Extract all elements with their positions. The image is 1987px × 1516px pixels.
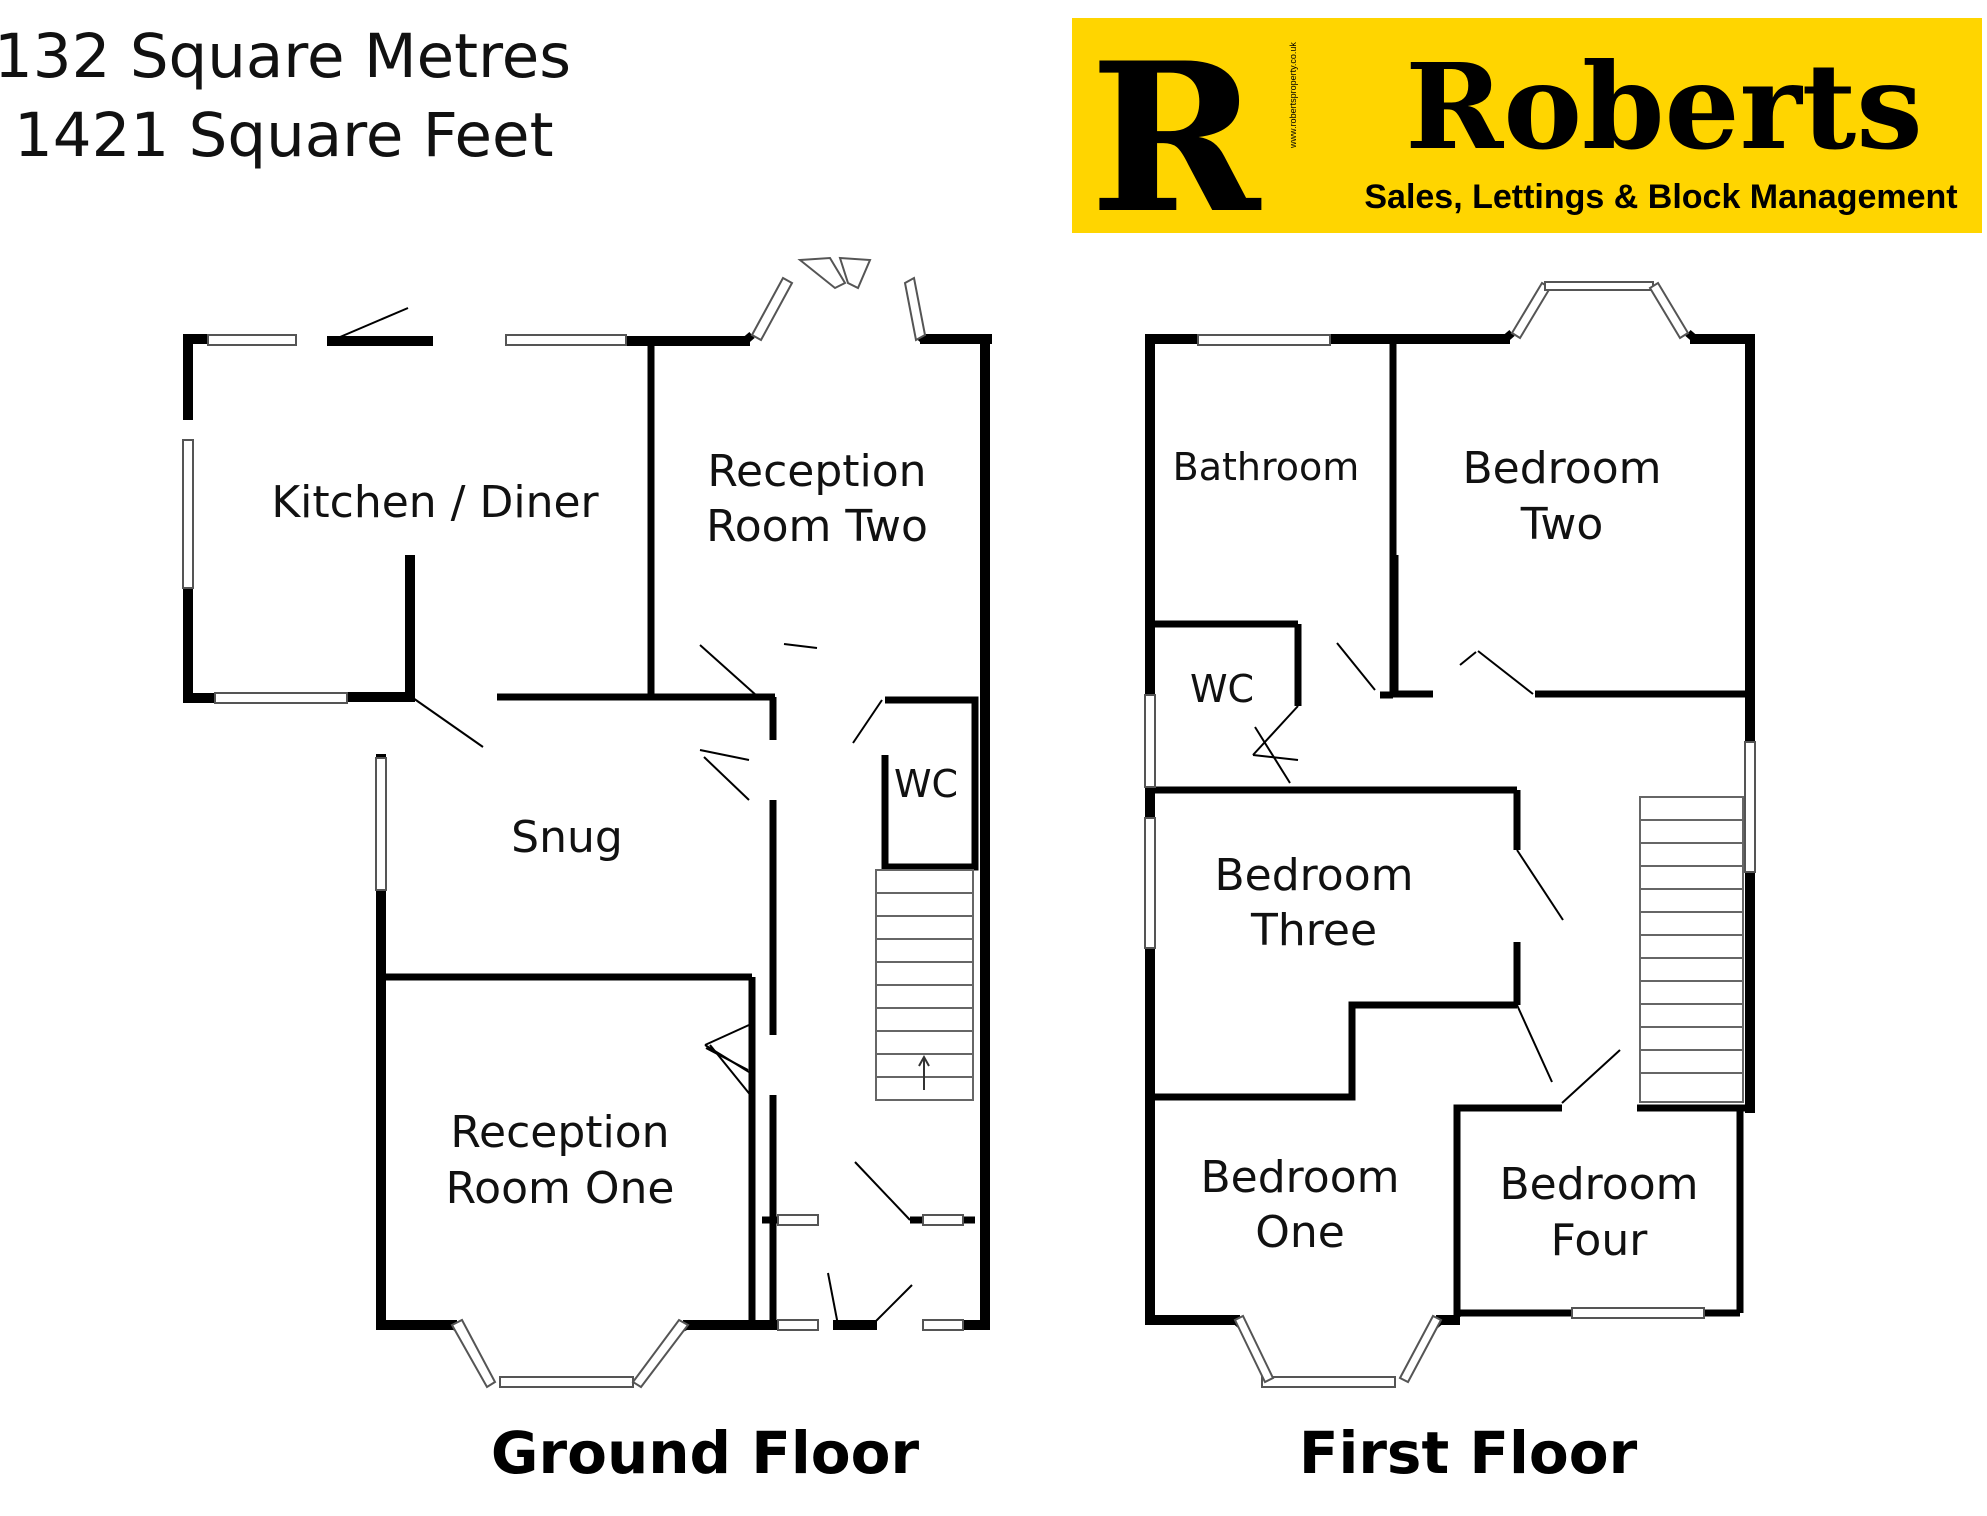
first-floor-bay-windows	[1233, 281, 1690, 1384]
room-label-bedroom-three-line2: Three	[1250, 905, 1377, 956]
room-label-bedroom-one-line2: One	[1255, 1207, 1345, 1258]
first-floor-stairs	[1639, 796, 1744, 1103]
first-floor-doors	[1252, 642, 1621, 1104]
room-label-kitchen-diner: Kitchen / Diner	[271, 477, 599, 528]
room-label-first-wc: WC	[1190, 667, 1254, 711]
ground-floor-walls	[183, 334, 992, 1330]
room-label-bedroom-three-line1: Bedroom	[1214, 850, 1413, 901]
room-label-bedroom-one-line1: Bedroom	[1200, 1152, 1399, 1203]
room-label-bedroom-two-line1: Bedroom	[1462, 443, 1661, 494]
first-floor-windows	[1144, 334, 1756, 1388]
ground-floor-internal-walls	[386, 343, 979, 1325]
logo-url: www.robertsproperty.co.uk	[1288, 42, 1298, 149]
logo-name: Roberts	[1405, 37, 1922, 176]
room-label-reception-one-line2: Room One	[446, 1163, 675, 1214]
first-floor-plan: Bathroom Bedroom Two WC Bedroom Three Be…	[1144, 281, 1756, 1487]
room-label-ground-wc: WC	[894, 762, 958, 806]
ground-floor-plan: Kitchen / Diner Reception Room Two WC Sn…	[182, 256, 992, 1487]
area-metres: 132 Square Metres	[0, 21, 572, 92]
roberts-logo: R www.robertsproperty.co.uk Roberts Sale…	[1072, 18, 1982, 259]
area-feet: 1421 Square Feet	[14, 100, 554, 171]
room-label-bedroom-four-line1: Bedroom	[1499, 1159, 1698, 1210]
ground-floor-bay-windows	[450, 256, 927, 1389]
room-label-snug: Snug	[511, 812, 623, 863]
room-label-reception-two-line1: Reception	[707, 446, 926, 497]
ground-floor-title: Ground Floor	[491, 1419, 920, 1487]
ground-floor-doors	[332, 307, 913, 1326]
room-label-reception-two-line2: Room Two	[706, 501, 928, 552]
ground-floor-windows	[182, 334, 964, 1388]
logo-r-icon: R	[1090, 19, 1262, 259]
room-label-reception-one-line1: Reception	[450, 1107, 669, 1158]
first-floor-title: First Floor	[1299, 1419, 1638, 1487]
logo-tagline: Sales, Lettings & Block Management	[1364, 178, 1957, 216]
room-label-bedroom-two-line2: Two	[1520, 499, 1604, 550]
logo-background	[1072, 18, 1982, 233]
room-label-bedroom-four-line2: Four	[1551, 1215, 1649, 1266]
room-label-bathroom: Bathroom	[1173, 445, 1360, 489]
ground-floor-stairs	[875, 869, 974, 1101]
first-floor-walls	[1145, 334, 1755, 1325]
